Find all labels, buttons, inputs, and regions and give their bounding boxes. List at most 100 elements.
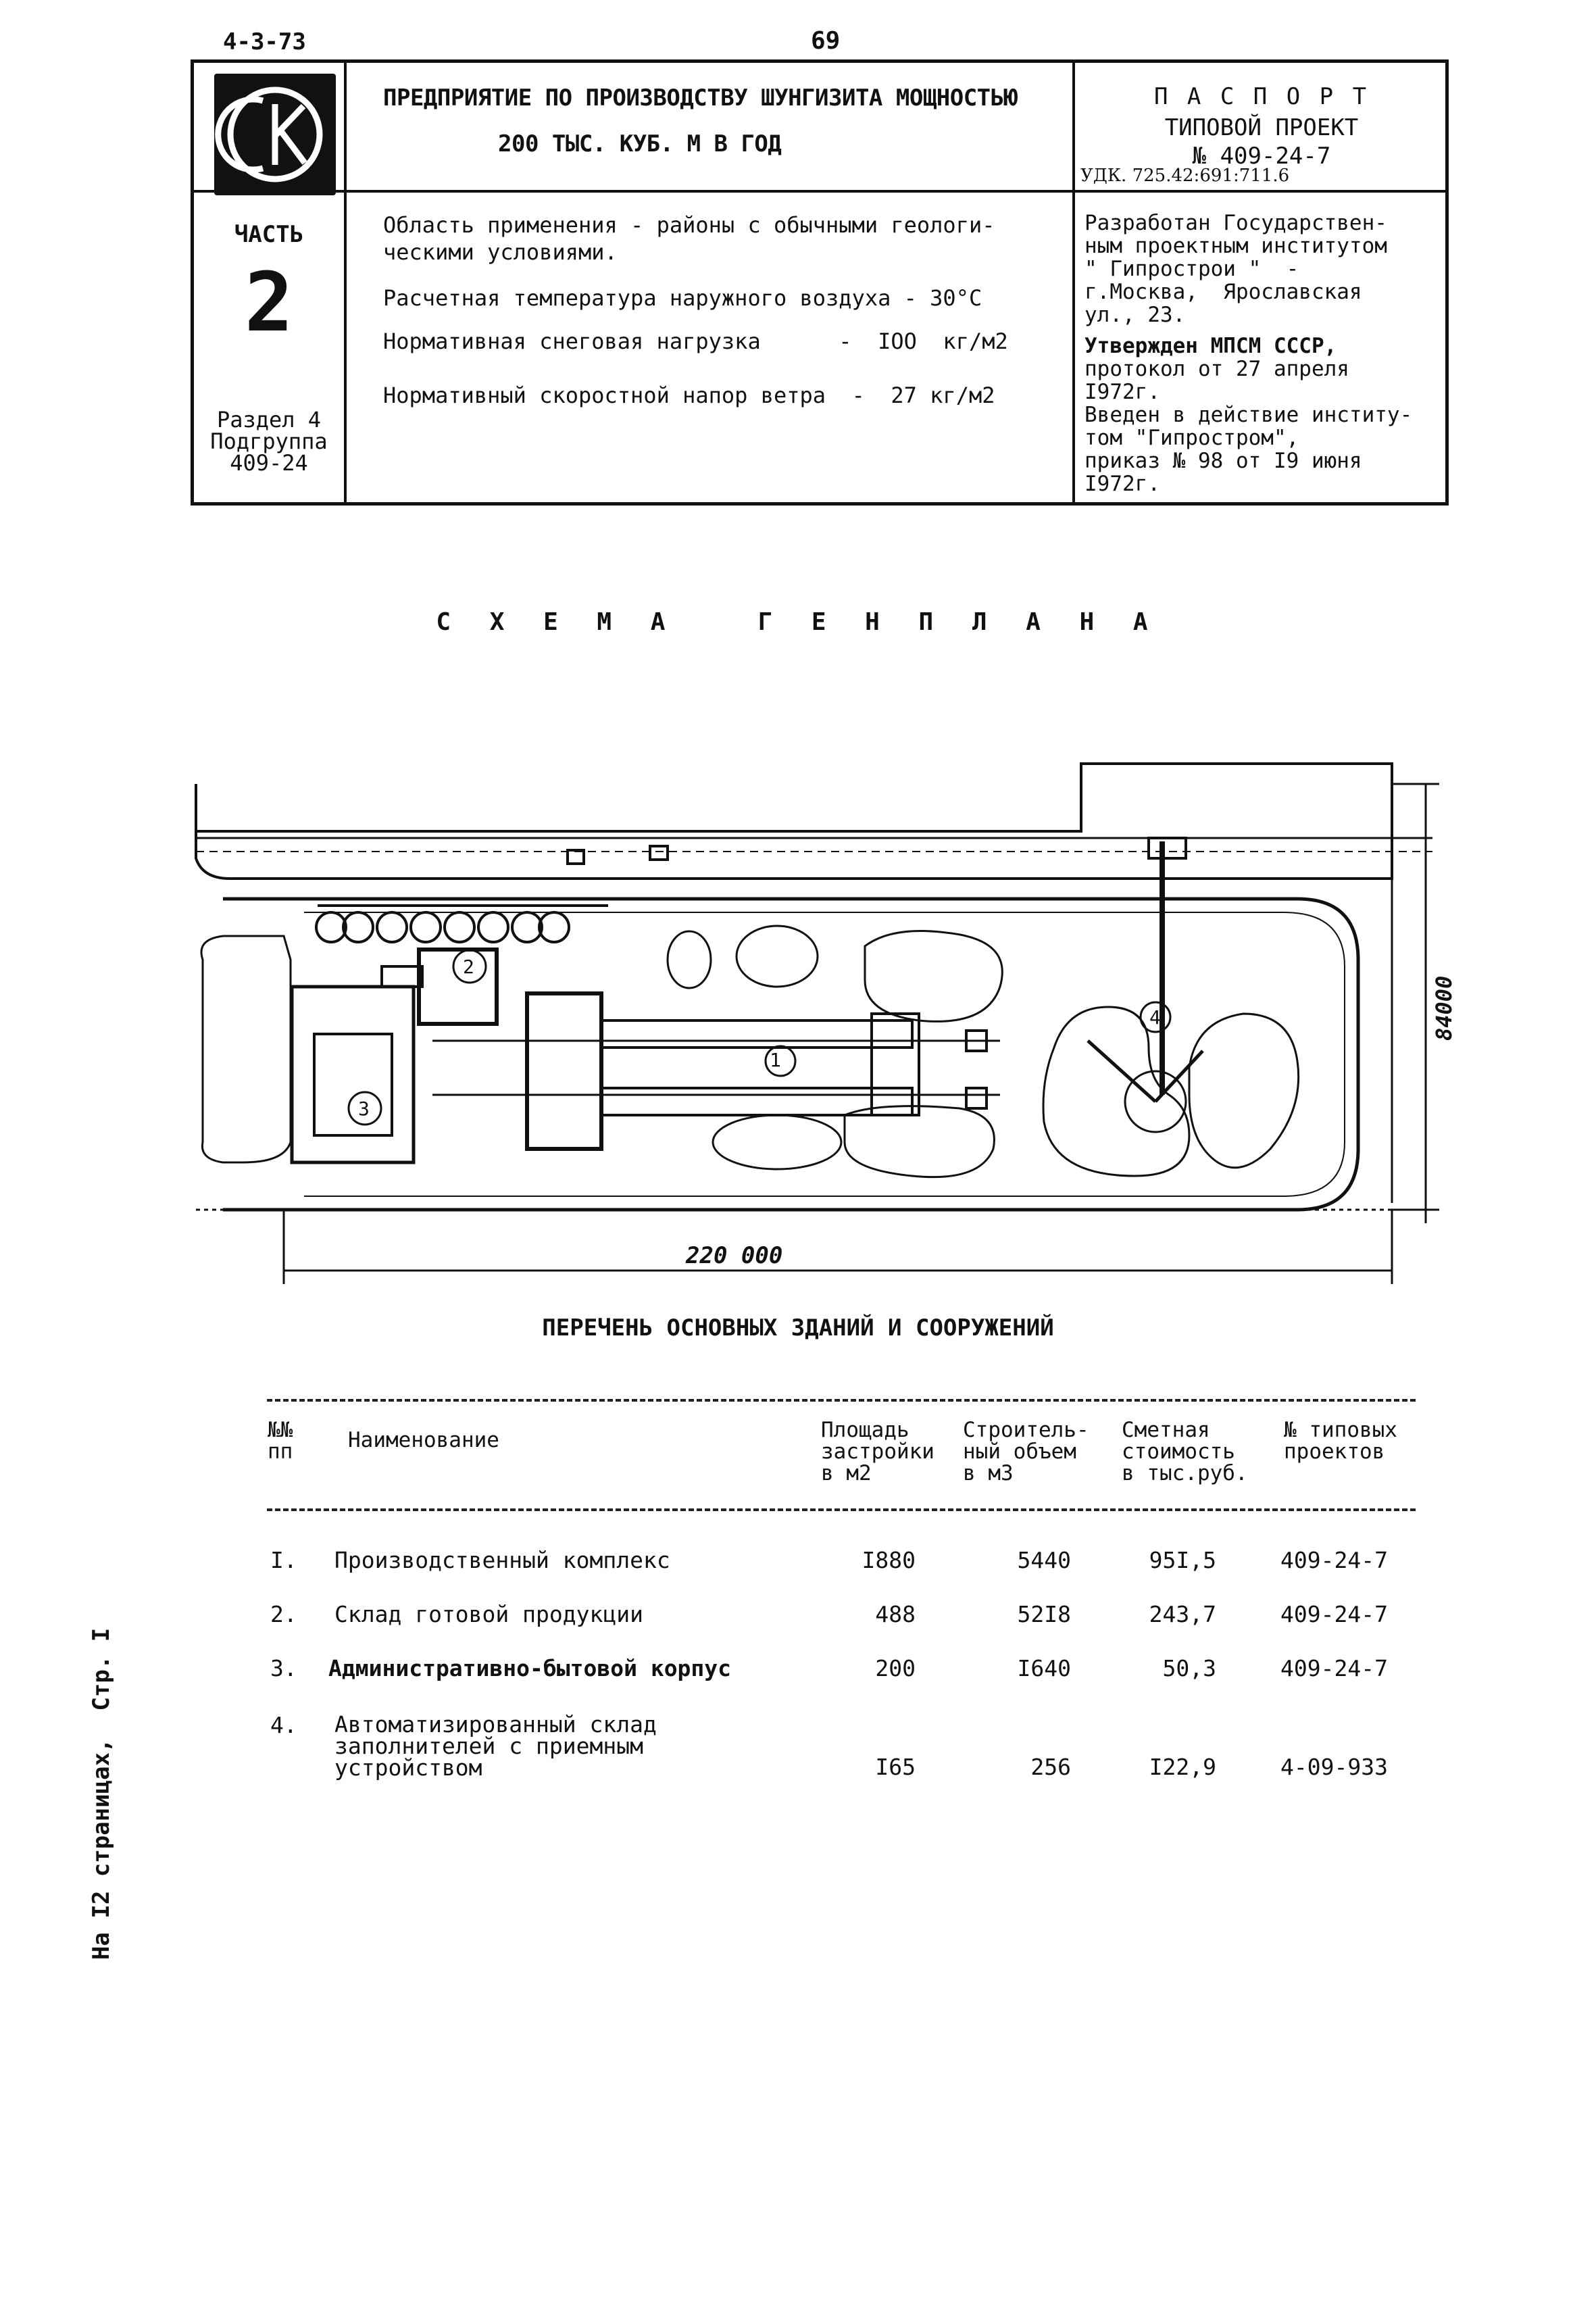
row-area: I65 — [875, 1754, 916, 1780]
stacker-arm — [1154, 1050, 1204, 1103]
column-divider — [344, 63, 347, 502]
row-volume: 5440 — [1017, 1547, 1071, 1573]
developer-line: г.Москва, Ярославская — [1084, 280, 1362, 304]
typical-project-label: ТИПОВОЙ ПРОЕКТ — [1164, 114, 1359, 141]
row-no: 2. — [270, 1601, 297, 1627]
row-name: Производственный комплекс — [334, 1547, 670, 1573]
passport-label: П А С П О Р Т — [1153, 83, 1370, 110]
building-2-annex — [380, 965, 424, 988]
small-structure — [649, 845, 669, 861]
approval-line: том "Гипростром", — [1084, 426, 1299, 450]
marker-2-label: 2 — [463, 956, 474, 978]
marker-3 — [347, 1091, 382, 1126]
col-header-name: Наименование — [348, 1428, 499, 1452]
marker-1-label: 1 — [770, 1049, 781, 1071]
inner-road-edge — [304, 912, 1345, 1197]
condition-line: Расчетная температура наружного воздуха … — [383, 285, 982, 311]
small-structure — [566, 849, 585, 865]
buildings-list-title: ПЕРЕЧЕНЬ ОСНОВНЫХ ЗДАНИЙ И СООРУЖЕНИЙ — [542, 1314, 1054, 1341]
row-cost: I22,9 — [1149, 1754, 1216, 1780]
condition-line: Область применения - районы с обычными г… — [383, 212, 995, 238]
row-no: 4. — [270, 1712, 297, 1738]
marker-3-label: 3 — [358, 1098, 370, 1120]
row-area: 200 — [875, 1655, 916, 1681]
developer-line: Разработан Государствен- — [1084, 211, 1387, 235]
condition-line: ческими условиями. — [383, 239, 618, 265]
column-divider — [1072, 63, 1075, 502]
document-code: 4-3-73 — [223, 28, 306, 55]
passport-title-block: ПРЕДПРИЯТИЕ ПО ПРОИЗВОДСТВУ ШУНГИЗИТА МО… — [191, 59, 1449, 506]
height-dimension-label: 84000 — [1431, 975, 1457, 1041]
marker-1 — [764, 1045, 797, 1077]
width-dimension-label: 220 000 — [686, 1242, 783, 1269]
project-number: № 409-24-7 — [1192, 143, 1331, 170]
row-project: 409-24-7 — [1280, 1547, 1388, 1573]
part-number: 2 — [244, 256, 294, 350]
green-area — [864, 930, 1003, 1023]
building-3-admin — [290, 985, 416, 1164]
row-name: Автоматизированный склад заполнителей с … — [334, 1711, 657, 1781]
stacker-arm — [1087, 1039, 1157, 1103]
condition-line: Нормативный скоростной напор ветра - 27 … — [383, 383, 995, 408]
row-area: 488 — [875, 1601, 916, 1627]
row-cost: 243,7 — [1149, 1601, 1216, 1627]
developer-line: ул., 23. — [1084, 303, 1186, 327]
subgroup-number: 409-24 — [230, 450, 308, 476]
small-structure — [965, 1029, 988, 1052]
storage-pile — [1042, 1006, 1191, 1177]
green-area — [666, 930, 712, 989]
part-label: ЧАСТЬ — [234, 221, 304, 248]
building-1-east — [870, 1012, 920, 1116]
table-rule-top — [267, 1399, 1416, 1402]
enterprise-title-line1: ПРЕДПРИЯТИЕ ПО ПРОИЗВОДСТВУ ШУНГИЗИТА МО… — [383, 84, 1018, 112]
marker-2 — [452, 949, 487, 984]
row-project: 409-24-7 — [1280, 1601, 1388, 1627]
site-plan-drawing — [195, 762, 1439, 1284]
green-area — [735, 925, 819, 988]
row-project: 409-24-7 — [1280, 1655, 1388, 1681]
site-boundary — [195, 762, 1393, 880]
row-name: Склад готовой продукции — [334, 1601, 643, 1627]
marker-4 — [1139, 1001, 1172, 1033]
section-label: Раздел 4 — [216, 407, 322, 433]
row-name: Административно-бытовой корпус — [328, 1655, 732, 1681]
row-area: I880 — [862, 1547, 916, 1573]
row-volume: I640 — [1017, 1655, 1071, 1681]
receiving-device — [1147, 837, 1187, 860]
table-rule-header — [267, 1508, 1416, 1511]
condition-line: Нормативная снеговая нагрузка - IOO кг/м… — [383, 328, 1008, 354]
green-area — [843, 1105, 995, 1179]
inner-road — [223, 897, 1360, 1212]
building-3-core — [313, 1033, 393, 1137]
approval-line: Утвержден МПСМ СССР, — [1084, 334, 1337, 358]
approval-line: Введен в действие институ- — [1084, 403, 1413, 427]
enterprise-title-line2: 200 ТЫС. КУБ. М В ГОД — [498, 130, 782, 157]
building-1-line-south — [600, 1087, 914, 1116]
building-1-main — [525, 991, 603, 1151]
tank-row — [315, 904, 608, 943]
row-divider — [194, 190, 1445, 193]
row-volume: 256 — [1030, 1754, 1071, 1780]
row-cost: 95I,5 — [1149, 1547, 1216, 1573]
subgroup-label: Подгруппа — [210, 428, 328, 454]
small-structure — [965, 1087, 988, 1110]
row-no: 3. — [270, 1655, 297, 1681]
approval-line: протокол от 27 апреля — [1084, 357, 1349, 381]
row-cost: 50,3 — [1162, 1655, 1216, 1681]
row-no: I. — [270, 1547, 297, 1573]
udk-code: УДК. 725.42:691:711.6 — [1080, 166, 1290, 186]
approval-line: I972г. — [1084, 472, 1160, 496]
page-count-note: На I2 страницах, Стр. I — [88, 1627, 115, 1960]
marker-4-label: 4 — [1149, 1006, 1161, 1029]
developer-line: " Гипрострои " - — [1084, 257, 1299, 281]
row-volume: 52I8 — [1017, 1601, 1071, 1627]
ck-logo — [214, 74, 336, 195]
storage-pile — [1188, 1012, 1300, 1169]
ck-logo-icon — [215, 87, 323, 182]
green-area — [712, 1114, 843, 1171]
